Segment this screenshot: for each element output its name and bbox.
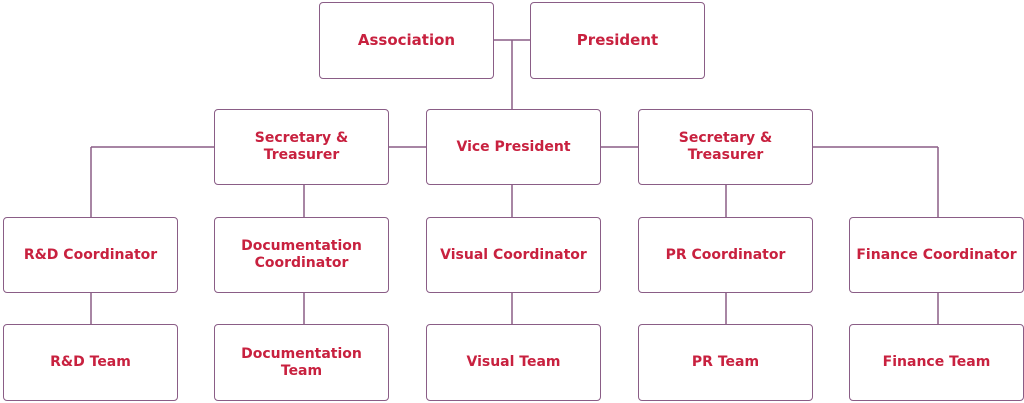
rd-coordinator-box: R&D Coordinator: [3, 217, 178, 293]
president-box: President: [530, 2, 705, 79]
vice-president-box: Vice President: [426, 109, 601, 185]
association-box: Association: [319, 2, 494, 79]
visual-team-box: Visual Team: [426, 324, 601, 401]
visual-coordinator-box: Visual Coordinator: [426, 217, 601, 293]
rd-team-box: R&D Team: [3, 324, 178, 401]
secretary-treasurer-left-box: Secretary & Treasurer: [214, 109, 389, 185]
pr-coordinator-box: PR Coordinator: [638, 217, 813, 293]
pr-team-box: PR Team: [638, 324, 813, 401]
finance-coordinator-box: Finance Coordinator: [849, 217, 1024, 293]
secretary-treasurer-right-box: Secretary & Treasurer: [638, 109, 813, 185]
documentation-coordinator-box: Documentation Coordinator: [214, 217, 389, 293]
finance-team-box: Finance Team: [849, 324, 1024, 401]
documentation-team-box: Documentation Team: [214, 324, 389, 401]
